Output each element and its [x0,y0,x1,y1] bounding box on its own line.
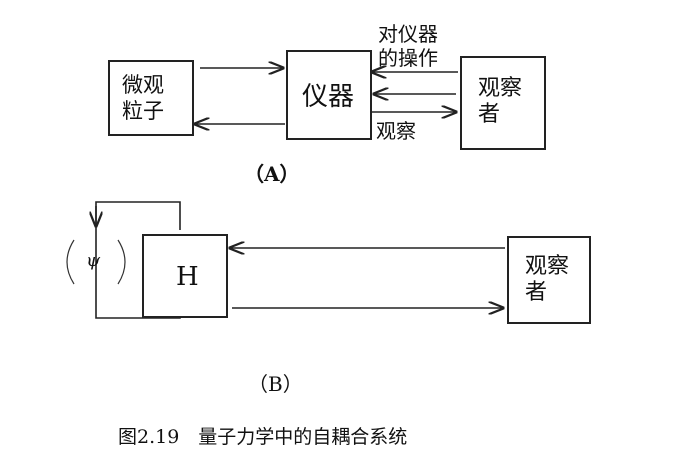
h-label: H [176,262,199,292]
instrument-box: 仪器 [286,50,372,140]
micro-particle-box: 微观 粒子 [108,60,194,136]
micro-particle-label: 微观 粒子 [122,73,164,123]
observer-label-a: 观察 者 [478,76,523,127]
observer-label-b: 观察 者 [525,254,570,305]
caption-a: （A） [244,162,300,186]
observer-box-a: 观察 者 [460,56,546,150]
instrument-label: 仪器 [302,82,355,112]
observer-box-b: 观察 者 [507,236,591,324]
psi-label: ψ [86,250,101,271]
figure-caption: 图2.19 量子力学中的自耦合系统 [118,426,408,448]
observe-label: 观察 [376,119,416,143]
operation-label: 对仪器 的操作 [378,22,438,70]
h-box: H [142,234,228,318]
caption-b: （B） [248,372,303,396]
